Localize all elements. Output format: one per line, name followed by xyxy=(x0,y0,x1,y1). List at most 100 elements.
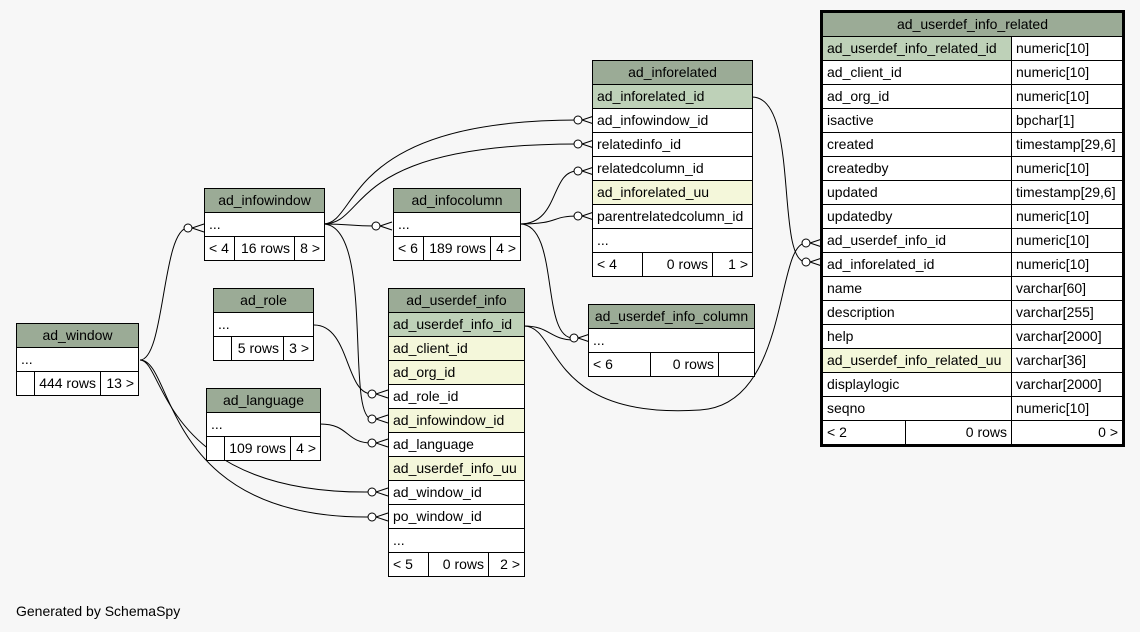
column-row: ad_role_id xyxy=(387,384,526,409)
row-count: 16 rows xyxy=(234,236,295,261)
column-type: numeric[10] xyxy=(1010,396,1125,421)
children-count[interactable]: 1 > xyxy=(711,252,754,277)
generated-by-label: Generated by SchemaSpy xyxy=(16,603,181,619)
edge-inforelated-related xyxy=(751,96,807,263)
table-title[interactable]: ad_infocolumn xyxy=(392,188,522,213)
column-name: createdby xyxy=(821,156,1012,181)
column-name: description xyxy=(821,300,1012,325)
column-name: ad_userdef_info_related_id xyxy=(821,36,1012,61)
edge-userdef-related xyxy=(523,242,807,412)
column-name: ad_userdef_info_id xyxy=(821,228,1012,253)
column-type: varchar[2000] xyxy=(1010,324,1125,349)
parents-count xyxy=(16,371,35,396)
table-ad-window[interactable]: ad_window ... 444 rows 13 > xyxy=(15,323,140,396)
row-count: 5 rows xyxy=(231,336,284,361)
column-row: ad_infowindow_id xyxy=(591,108,754,133)
row-count: 0 rows xyxy=(650,352,719,377)
column-row: ad_inforelated_id xyxy=(591,84,754,109)
column-row: ad_client_id xyxy=(387,336,526,361)
parents-count[interactable]: < 5 xyxy=(388,552,429,577)
column-row: ... xyxy=(204,212,325,237)
column-row: relatedinfo_id xyxy=(591,132,754,157)
column-row: ... xyxy=(212,312,315,337)
column-name: ad_userdef_info_related_uu xyxy=(821,348,1012,373)
parents-count xyxy=(206,436,225,461)
column-type: varchar[36] xyxy=(1010,348,1125,373)
table-title[interactable]: ad_window xyxy=(15,323,140,348)
edge-language-userdef xyxy=(319,423,373,444)
column-row: ... xyxy=(205,412,322,437)
parents-count[interactable]: < 2 xyxy=(821,420,906,446)
table-title[interactable]: ad_role xyxy=(212,288,315,313)
children-count[interactable]: 4 > xyxy=(489,236,522,261)
column-row: ad_userdef_info_id xyxy=(387,312,526,337)
column-row: ... xyxy=(15,347,140,372)
parents-count[interactable]: < 6 xyxy=(588,352,651,377)
column-row: ad_window_id xyxy=(387,480,526,505)
row-count: 444 rows xyxy=(34,371,101,396)
edge-infowindow-userdef xyxy=(322,223,373,420)
edge-window-userdef-powindow xyxy=(139,359,373,518)
column-row: ... xyxy=(392,212,522,237)
column-type: timestamp[29,6] xyxy=(1010,180,1125,205)
column-type: numeric[10] xyxy=(1010,36,1125,61)
column-name: created xyxy=(821,132,1012,157)
edge-window-userdef-window xyxy=(139,359,373,493)
column-type: numeric[10] xyxy=(1010,228,1125,253)
table-ad-language[interactable]: ad_language ... 109 rows 4 > xyxy=(205,388,322,461)
row-count: 0 rows xyxy=(642,252,713,277)
column-type: numeric[10] xyxy=(1010,156,1125,181)
edge-userdef-udicolumn xyxy=(523,325,575,341)
column-type: numeric[10] xyxy=(1010,252,1125,277)
table-title[interactable]: ad_infowindow xyxy=(204,188,325,213)
column-row: po_window_id xyxy=(387,504,526,529)
column-name: updatedby xyxy=(821,204,1012,229)
column-row: ... xyxy=(591,228,754,253)
table-title[interactable]: ad_language xyxy=(205,388,322,413)
table-ad-userdef-info-related[interactable]: ad_userdef_info_related ad_userdef_info_… xyxy=(820,10,1126,447)
table-ad-userdef-info-column[interactable]: ad_userdef_info_column ... < 6 0 rows xyxy=(587,304,756,377)
column-type: numeric[10] xyxy=(1010,60,1125,85)
children-count xyxy=(717,352,756,377)
parents-count[interactable]: < 4 xyxy=(592,252,643,277)
column-name: updated xyxy=(821,180,1012,205)
edge-role-userdef xyxy=(313,324,373,395)
column-row: ad_infowindow_id xyxy=(387,408,526,433)
edge-infocolumn-inforelated-prc xyxy=(519,215,579,225)
children-count[interactable]: 13 > xyxy=(99,371,140,396)
parents-count[interactable]: < 6 xyxy=(393,236,424,261)
table-ad-inforelated[interactable]: ad_inforelated ad_inforelated_id ad_info… xyxy=(591,60,754,277)
column-name: ad_inforelated_id xyxy=(821,252,1012,277)
table-ad-infocolumn[interactable]: ad_infocolumn ... < 6 189 rows 4 > xyxy=(392,188,522,261)
children-count[interactable]: 4 > xyxy=(289,436,322,461)
column-row: ad_org_id xyxy=(387,360,526,385)
children-count[interactable]: 8 > xyxy=(294,236,325,261)
table-ad-infowindow[interactable]: ad_infowindow ... < 4 16 rows 8 > xyxy=(204,188,325,261)
column-name: seqno xyxy=(821,396,1012,421)
children-count[interactable]: 0 > xyxy=(1010,420,1125,446)
table-title[interactable]: ad_userdef_info xyxy=(387,288,526,313)
column-name: displaylogic xyxy=(821,372,1012,397)
edge-infowindow-inforelated-iw xyxy=(322,119,579,225)
table-title[interactable]: ad_userdef_info_column xyxy=(587,304,756,329)
table-ad-role[interactable]: ad_role ... 5 rows 3 > xyxy=(212,288,315,361)
table-title[interactable]: ad_userdef_info_related xyxy=(820,11,1125,37)
children-count[interactable]: 2 > xyxy=(487,552,526,577)
column-row: ad_userdef_info_uu xyxy=(387,456,526,481)
column-name: name xyxy=(821,276,1012,301)
children-count[interactable]: 3 > xyxy=(282,336,315,361)
column-type: varchar[2000] xyxy=(1010,372,1125,397)
column-type: numeric[10] xyxy=(1010,204,1125,229)
column-row: ad_inforelated_uu xyxy=(591,180,754,205)
row-count: 0 rows xyxy=(905,420,1012,446)
column-row: parentrelatedcolumn_id xyxy=(591,204,754,229)
edge-infocolumn-inforelated-rc xyxy=(519,170,579,225)
column-type: timestamp[29,6] xyxy=(1010,132,1125,157)
edge-window-infowindow xyxy=(139,227,189,361)
table-title[interactable]: ad_inforelated xyxy=(591,60,754,85)
row-count: 109 rows xyxy=(224,436,291,461)
edge-infocolumn-udicolumn xyxy=(519,223,575,339)
table-ad-userdef-info[interactable]: ad_userdef_info ad_userdef_info_id ad_cl… xyxy=(387,288,526,577)
parents-count[interactable]: < 4 xyxy=(204,236,235,261)
